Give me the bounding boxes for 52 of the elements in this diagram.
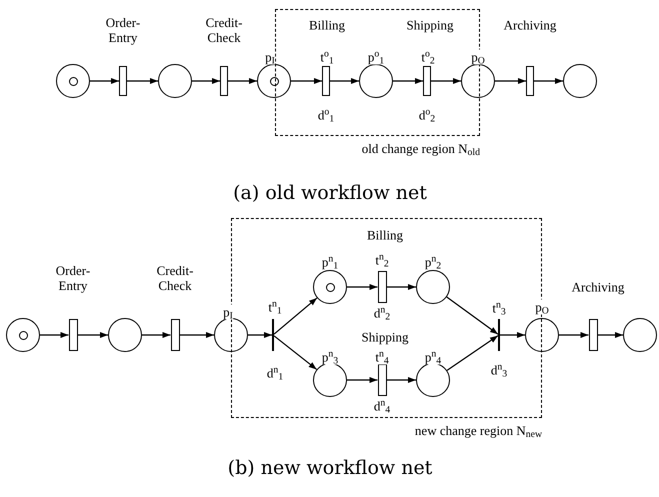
transition-bar [322, 66, 330, 96]
arrow [446, 335, 498, 371]
place-label: p$_{I}$ [223, 304, 233, 320]
arrow [347, 284, 378, 290]
transition-line [272, 319, 274, 351]
transition-bar [68, 319, 78, 351]
arrow [291, 78, 322, 84]
transition-bar [526, 66, 534, 96]
transition-label: Archiving [504, 18, 556, 32]
arrow [500, 332, 525, 338]
arrow [446, 296, 498, 335]
arrow [192, 78, 220, 84]
figure-caption: (a) old workflow net [233, 180, 427, 206]
transition-label: Archiving [572, 280, 624, 294]
transition-bar [170, 319, 180, 351]
arrow [347, 377, 378, 383]
arrow [393, 78, 423, 84]
transition-label: Shipping [406, 18, 454, 32]
arrow [142, 332, 170, 338]
arrow [330, 78, 359, 84]
transition-bar [588, 319, 598, 351]
place-label: p$_{I}$ [265, 50, 275, 64]
arrow [228, 78, 257, 84]
transition-bar [378, 364, 386, 396]
transition-bar [423, 66, 431, 96]
arrow [248, 332, 272, 338]
arrow [274, 298, 318, 335]
place-label: p$_{O}$ [471, 50, 485, 64]
arrow [274, 335, 318, 370]
arrow [534, 78, 563, 84]
transition-bar [119, 66, 127, 96]
arrow [127, 78, 158, 84]
transition-label: Billing [308, 18, 346, 32]
arrow [559, 332, 588, 338]
arrow [386, 284, 416, 290]
arrow [431, 78, 461, 84]
arrow [180, 332, 214, 338]
transition-bar [378, 271, 386, 303]
transition-label: Shipping [362, 330, 408, 344]
transition-bar [220, 66, 228, 96]
region-caption: new change region N$_{new}$ [414, 422, 542, 440]
arrow [386, 377, 416, 383]
arrow [598, 332, 623, 338]
place-label: p$_{O}$ [535, 300, 549, 314]
arrow [40, 332, 68, 338]
transition-label: Billing [366, 228, 404, 242]
transition-line [498, 319, 500, 351]
arrow [495, 78, 526, 84]
figure-caption: (b) new workflow net [228, 456, 432, 481]
region-caption: old change region N$_{old}$ [362, 140, 480, 158]
arrow [78, 332, 108, 338]
arrow [90, 78, 119, 84]
